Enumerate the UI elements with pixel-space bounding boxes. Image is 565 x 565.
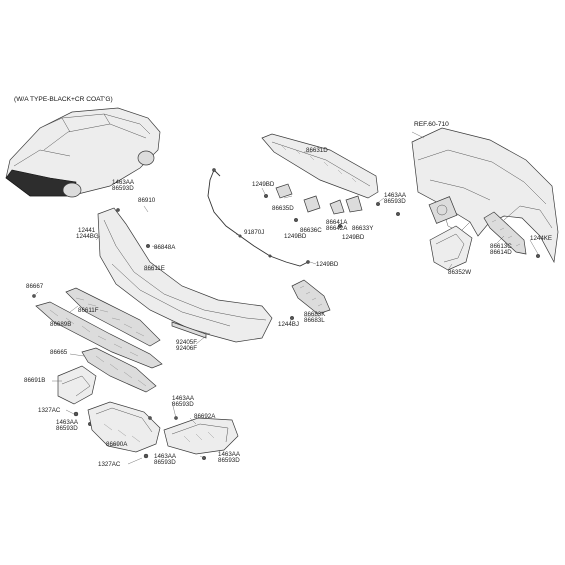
callout-86593D: 86593D — [112, 185, 134, 192]
quarter-panel — [411, 127, 559, 264]
mount-bracket-86352w — [396, 211, 473, 271]
callout-86611F: 86611F — [78, 307, 99, 314]
callout-86683L: 86683L — [304, 317, 325, 324]
callout-86667: 86667 — [26, 283, 44, 290]
bumper-cover — [97, 207, 273, 343]
callout-12441: 12441 — [78, 227, 96, 234]
lower-garnish — [81, 347, 157, 393]
callout-86593D: 86593D — [218, 457, 240, 464]
leader-lines — [33, 131, 539, 465]
beam-brackets — [264, 183, 381, 228]
callout-1244KE: 1244KE — [530, 235, 553, 242]
callout-1463AA: 1463AA — [56, 419, 79, 426]
callout-86593D: 86593D — [154, 459, 176, 466]
callout-1244BJ: 1244BJ — [278, 321, 299, 328]
callout-1463AA: 1463AA — [218, 451, 241, 458]
under-cover-center — [87, 401, 161, 459]
callout-1463AA: 1463AA — [154, 453, 177, 460]
callout-86614D: 86614D — [490, 249, 512, 256]
callout-86642A: 86642A — [326, 225, 348, 232]
callout-86683K: 86683K — [304, 311, 326, 318]
ref-label: REF.60-710 — [414, 121, 449, 128]
car-silhouette — [5, 107, 161, 198]
callout-1463AA: 1463AA — [384, 192, 407, 199]
callout-86641A: 86641A — [326, 219, 348, 226]
callout-86631D: 86631D — [306, 147, 328, 154]
callout-86691B: 86691B — [24, 377, 46, 384]
callout-86692A: 86692A — [194, 413, 216, 420]
callout-86690A: 86690A — [106, 441, 128, 448]
callout-1244BG: 1244BG — [76, 233, 99, 240]
callout-86593D: 86593D — [56, 425, 78, 432]
callout-86593D: 86593D — [384, 198, 406, 205]
callout-1463AA: 1463AA — [112, 179, 135, 186]
callout-1249BD: 1249BD — [252, 181, 275, 188]
callout-86633Y: 86633Y — [352, 225, 374, 232]
back-beam — [261, 133, 379, 199]
callout-86593D: 86593D — [172, 401, 194, 408]
side-bracket-right — [483, 211, 541, 258]
callout-1249BD: 1249BD — [284, 233, 307, 240]
callout-86848A: 86848A — [154, 244, 176, 251]
lower-diffuser — [32, 287, 163, 369]
callout-1327AC: 1327AC — [98, 461, 121, 468]
under-cover-right — [163, 416, 239, 461]
callout-1327AC: 1327AC — [38, 407, 61, 414]
callout-91870J: 91870J — [244, 229, 265, 236]
header-note: (W/A TYPE-BLACK+CR COAT'G) — [14, 96, 113, 103]
callout-86611E: 86611E — [144, 265, 165, 272]
callout-86635D: 86635D — [272, 205, 294, 212]
callout-86689B: 86689B — [50, 321, 72, 328]
callout-92405F: 92405F — [176, 339, 197, 346]
callout-86636C: 86636C — [300, 227, 322, 234]
callout-86352W: 86352W — [448, 269, 472, 276]
callout-1249BD: 1249BD — [316, 261, 339, 268]
callout-86910: 86910 — [138, 197, 156, 204]
reflectors — [171, 321, 207, 339]
callout-86665: 86665 — [50, 349, 68, 356]
callout-86613C: 86613C — [490, 243, 512, 250]
callout-1249BD: 1249BD — [342, 234, 365, 241]
callout-92406F: 92406F — [176, 345, 197, 352]
callout-1463AA: 1463AA — [172, 395, 195, 402]
